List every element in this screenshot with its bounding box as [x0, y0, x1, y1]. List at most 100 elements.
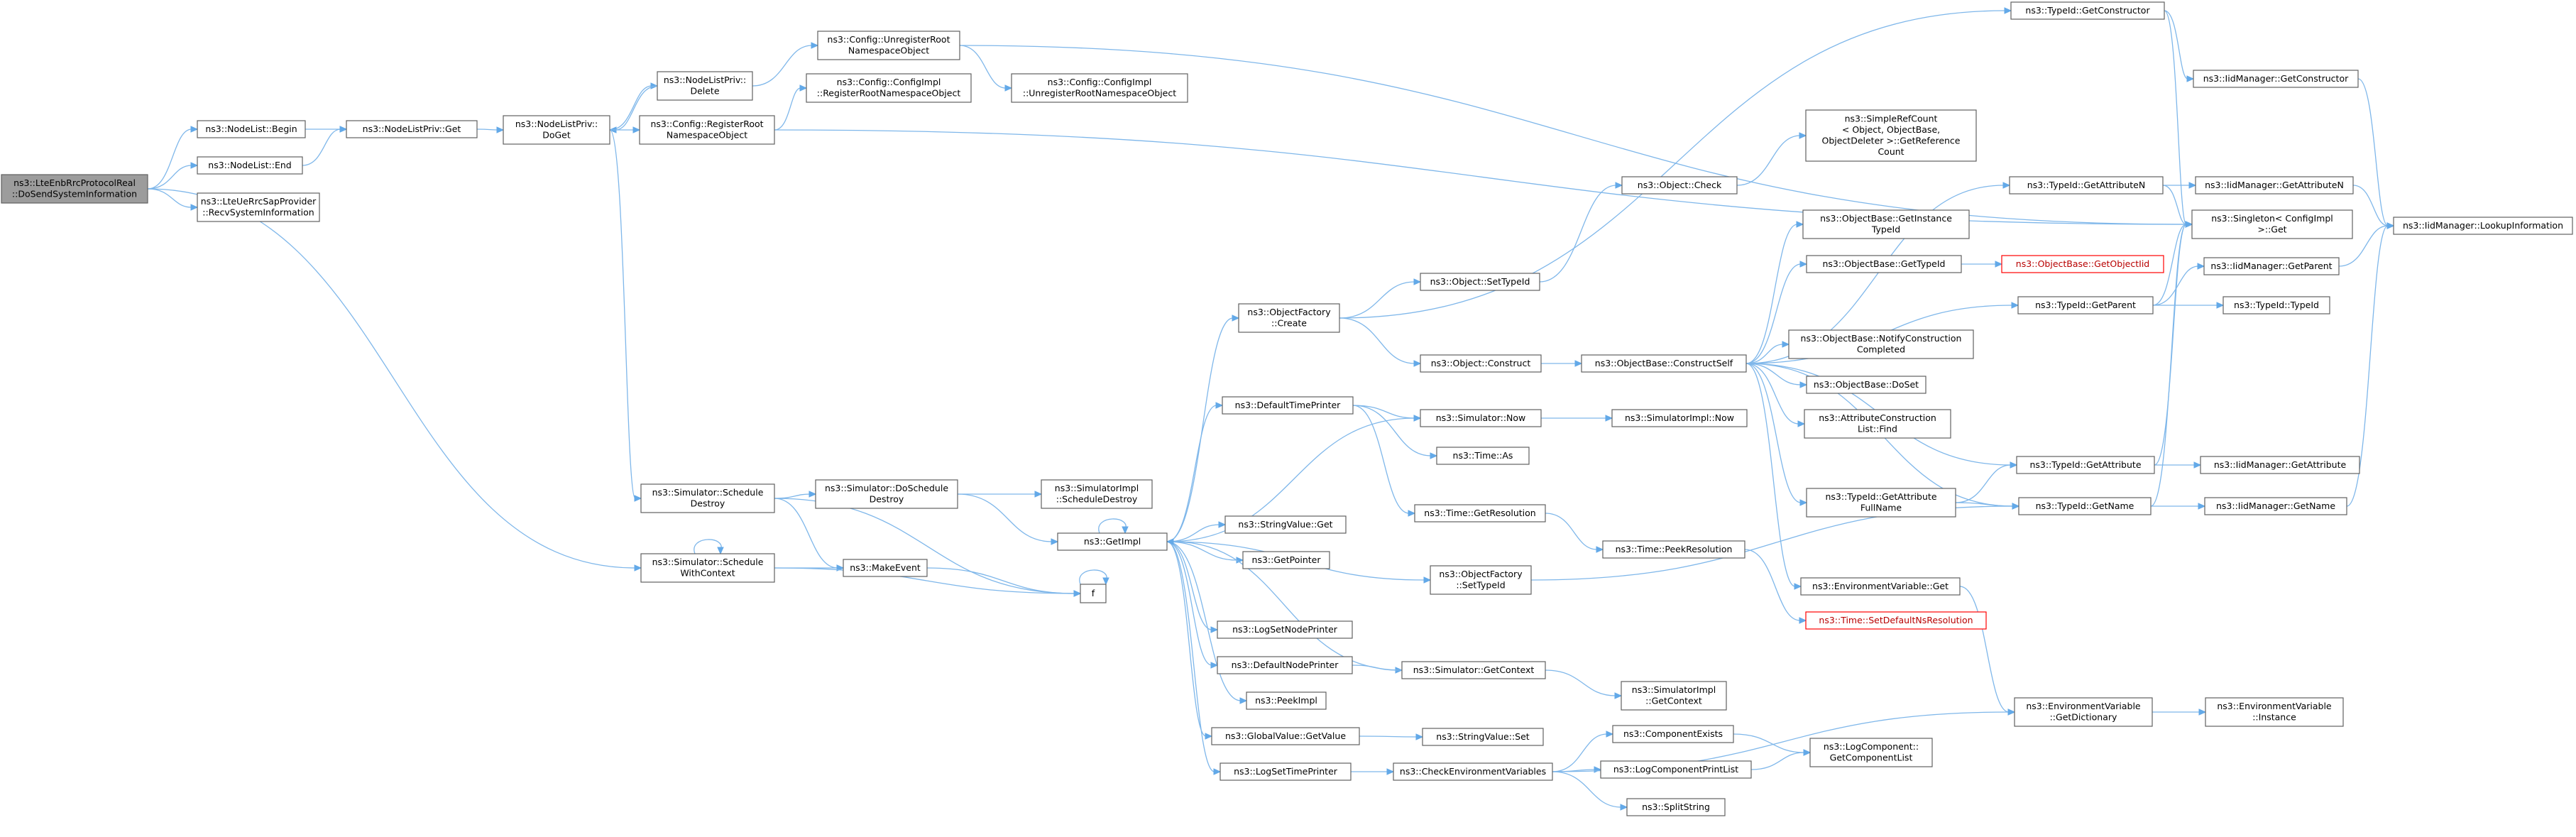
node-ob_do_set[interactable]: ns3::ObjectBase::DoSet	[1806, 376, 1926, 394]
node-peek_impl[interactable]: ns3::PeekImpl	[1246, 691, 1327, 710]
node-nl_end[interactable]: ns3::NodeList::End	[197, 156, 303, 175]
node-default_node_printer[interactable]: ns3::DefaultNodePrinter	[1217, 656, 1353, 674]
node-box	[1621, 681, 1727, 711]
edge-line	[2357, 78, 2389, 226]
node-cfg_unreg[interactable]: ns3::Config::UnregisterRootNamespaceObje…	[817, 31, 960, 60]
node-typeid_typeid[interactable]: ns3::TypeId::TypeId	[2223, 296, 2330, 314]
node-sim_sched_destroy[interactable]: ns3::Simulator::ScheduleDestroy	[640, 483, 775, 513]
node-time_set_default_ns[interactable]: ns3::Time::SetDefaultNsResolution	[1805, 611, 1987, 630]
node-label: ns3::TypeId::GetAttribute	[2029, 459, 2141, 470]
node-string_value_set[interactable]: ns3::StringValue::Set	[1422, 728, 1544, 746]
node-make_event[interactable]: ns3::MakeEvent	[843, 559, 928, 577]
node-nlp_doget[interactable]: ns3::NodeListPriv::DoGet	[503, 115, 610, 145]
node-typeid_get_ctor[interactable]: ns3::TypeId::GetConstructor	[2010, 1, 2165, 20]
edge-ob_construct_self-to-typeid_get_attr_full	[1745, 363, 1808, 506]
node-iid_get_attr_n[interactable]: ns3::IidManager::GetAttributeN	[2195, 176, 2354, 195]
node-log_component_get_list[interactable]: ns3::LogComponent::GetComponentList	[1809, 738, 1933, 767]
node-cfg_reg[interactable]: ns3::Config::RegisterRootNamespaceObject	[639, 115, 775, 145]
node-root[interactable]: ns3::LteEnbRrcProtocolReal::DoSendSystem…	[1, 174, 148, 204]
node-box	[2017, 296, 2154, 314]
node-box	[1806, 255, 1962, 273]
node-log_component_print_list[interactable]: ns3::LogComponentPrintList	[1600, 760, 1752, 779]
node-simulator_now[interactable]: ns3::Simulator::Now	[1420, 409, 1542, 427]
node-box	[1806, 376, 1926, 394]
node-box	[806, 73, 972, 103]
node-default_time_printer[interactable]: ns3::DefaultTimePrinter	[1222, 396, 1354, 415]
node-ob_construct_self[interactable]: ns3::ObjectBase::ConstructSelf	[1581, 354, 1747, 373]
edge-ob_construct_self-to-attr_construction_list_find	[1745, 363, 1806, 427]
node-typeid_get_parent[interactable]: ns3::TypeId::GetParent	[2017, 296, 2154, 314]
node-log_set_time_printer[interactable]: ns3::LogSetTimePrinter	[1220, 762, 1352, 781]
node-box	[2191, 209, 2353, 239]
node-simimpl_now[interactable]: ns3::SimulatorImpl::Now	[1611, 409, 1748, 427]
node-nlp_get[interactable]: ns3::NodeListPriv::Get	[346, 120, 478, 138]
arrowhead	[1620, 804, 1628, 811]
edge-line	[2338, 225, 2389, 267]
arrowhead	[1606, 731, 1614, 738]
node-label: ns3::TypeId::GetAttributeN	[2027, 180, 2145, 190]
node-iid_get_name[interactable]: ns3::IidManager::GetName	[2204, 497, 2347, 515]
node-recv_si[interactable]: ns3::LteUeRrcSapProvider::RecvSystemInfo…	[197, 192, 320, 222]
node-object_set_type_id[interactable]: ns3::Object::SetTypeId	[1420, 273, 1540, 291]
node-env_var_get[interactable]: ns3::EnvironmentVariable::Get	[1800, 577, 1961, 596]
edge-env_var_get_dict-to-env_var_instance	[2152, 709, 2207, 716]
node-iid_get_ctor[interactable]: ns3::IidManager::GetConstructor	[2193, 70, 2359, 88]
node-typeid_get_name[interactable]: ns3::TypeId::GetName	[2018, 497, 2152, 515]
arrowhead	[2386, 222, 2395, 229]
node-nlp_delete[interactable]: ns3::NodeListPriv::Delete	[657, 71, 753, 101]
node-f[interactable]: f	[1080, 584, 1107, 603]
node-ob_get_object_iid[interactable]: ns3::ObjectBase::GetObjectIid	[2001, 255, 2164, 273]
node-cfgimpl_reg[interactable]: ns3::Config::ConfigImpl::RegisterRootNam…	[806, 73, 972, 103]
node-time_get_resolution[interactable]: ns3::Time::GetResolution	[1414, 504, 1546, 523]
arrowhead	[1413, 415, 1422, 422]
node-simimpl_sched_destroy[interactable]: ns3::SimulatorImpl::ScheduleDestroy	[1041, 479, 1153, 509]
edge-line	[2164, 10, 2187, 225]
node-box	[1057, 532, 1168, 551]
edge-line	[957, 493, 1053, 542]
node-obj_factory_create[interactable]: ns3::ObjectFactory::Create	[1238, 303, 1340, 333]
node-time_as[interactable]: ns3::Time::As	[1436, 447, 1530, 465]
edge-get_impl-to-peek_impl	[1166, 541, 1248, 704]
node-simimpl_get_context[interactable]: ns3::SimulatorImpl::GetContext	[1621, 681, 1727, 711]
node-env_var_get_dict[interactable]: ns3::EnvironmentVariable::GetDictionary	[2014, 697, 2153, 727]
edge-line	[1166, 541, 1242, 701]
node-cfgimpl_unreg[interactable]: ns3::Config::ConfigImpl::UnregisterRootN…	[1011, 73, 1188, 103]
node-component_exists[interactable]: ns3::ComponentExists	[1612, 725, 1734, 743]
node-label: ns3::Config::ConfigImpl	[837, 77, 941, 87]
node-singleton_get[interactable]: ns3::Singleton< ConfigImpl>::Get	[2191, 209, 2353, 239]
node-sim_get_context[interactable]: ns3::Simulator::GetContext	[1401, 661, 1546, 679]
arrowhead	[634, 495, 642, 502]
node-obj_factory_set_tid[interactable]: ns3::ObjectFactory::SetTypeId	[1430, 565, 1532, 595]
node-nl_begin[interactable]: ns3::NodeList::Begin	[197, 120, 306, 138]
node-typeid_get_attr[interactable]: ns3::TypeId::GetAttribute	[2016, 456, 2155, 474]
edge-object_construct-to-ob_construct_self	[1540, 360, 1583, 367]
node-simple_ref_count[interactable]: ns3::SimpleRefCount< Object, ObjectBase,…	[1805, 109, 1977, 162]
node-label: ns3::NodeListPriv::Get	[363, 124, 461, 134]
node-env_var_instance[interactable]: ns3::EnvironmentVariable::Instance	[2205, 697, 2344, 727]
node-global_value_get[interactable]: ns3::GlobalValue::GetValue	[1211, 727, 1360, 745]
node-iid_get_parent[interactable]: ns3::IidManager::GetParent	[2203, 257, 2340, 275]
node-box	[1612, 725, 1734, 743]
node-label: ns3::SimulatorImpl	[1055, 483, 1139, 493]
node-object_construct[interactable]: ns3::Object::Construct	[1420, 354, 1542, 373]
node-get_impl[interactable]: ns3::GetImpl	[1057, 532, 1168, 551]
node-typeid_get_attr_n[interactable]: ns3::TypeId::GetAttributeN	[2009, 176, 2164, 195]
node-get_pointer[interactable]: ns3::GetPointer	[1242, 551, 1330, 569]
node-check_env_vars[interactable]: ns3::CheckEnvironmentVariables	[1393, 762, 1553, 781]
node-log_set_node_printer[interactable]: ns3::LogSetNodePrinter	[1217, 620, 1353, 639]
node-time_peek_resolution[interactable]: ns3::Time::PeekResolution	[1602, 540, 1745, 559]
node-object_check[interactable]: ns3::Object::Check	[1621, 176, 1738, 195]
arrowhead	[190, 126, 199, 133]
node-string_value_get[interactable]: ns3::StringValue::Get	[1224, 515, 1347, 534]
node-split_string[interactable]: ns3::SplitString	[1626, 798, 1726, 816]
edge-nlp_doget-to-cfg_reg	[610, 126, 641, 133]
node-ob_get_type_id[interactable]: ns3::ObjectBase::GetTypeId	[1806, 255, 1962, 273]
node-iid_get_attr[interactable]: ns3::IidManager::GetAttribute	[2200, 456, 2360, 474]
node-iid_lookup[interactable]: ns3::IidManager::LookupInformation	[2393, 217, 2573, 235]
node-ob_notify_construction[interactable]: ns3::ObjectBase::NotifyConstructionCompl…	[1788, 329, 1974, 359]
